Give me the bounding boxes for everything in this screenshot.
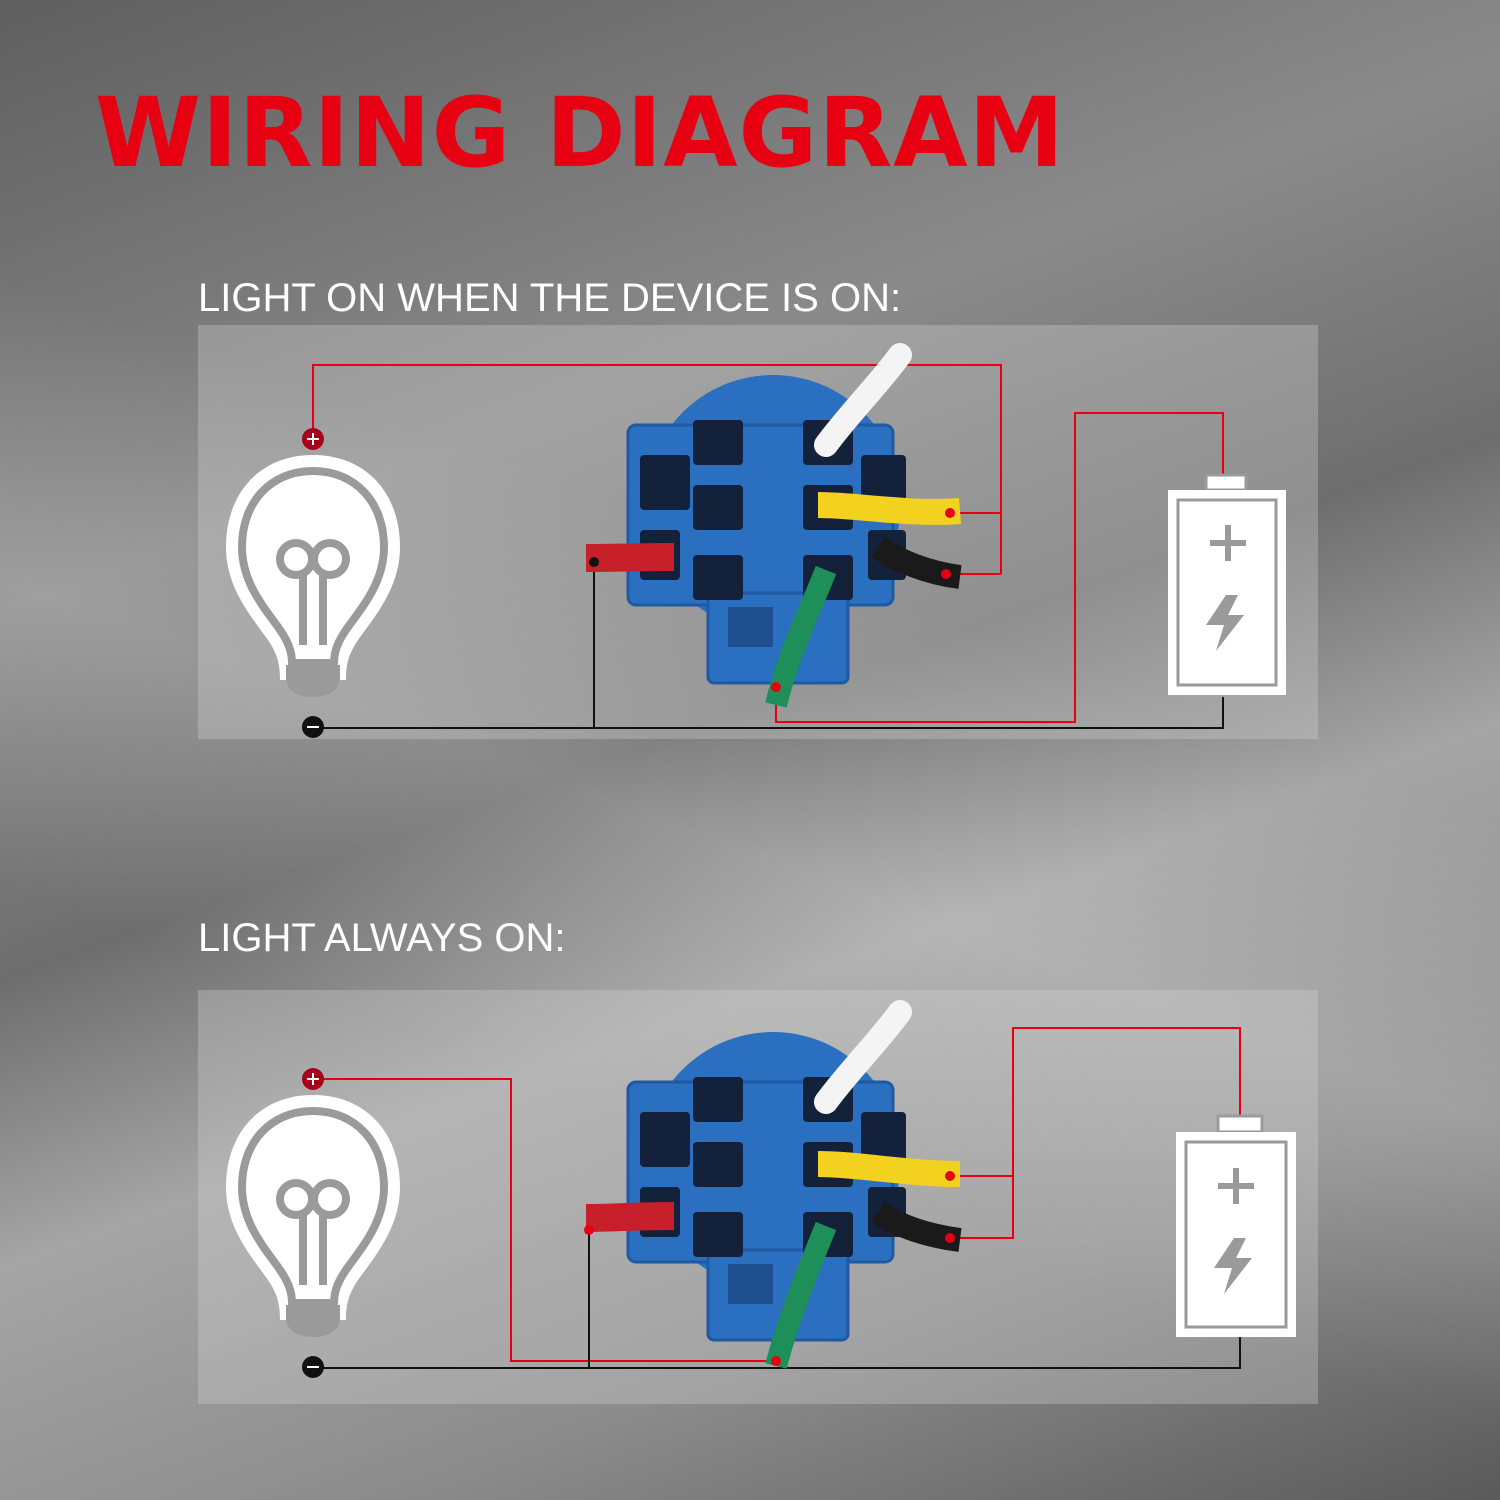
section-1-label: LIGHT ON WHEN THE DEVICE IS ON:: [198, 276, 902, 320]
battery-icon: [1168, 473, 1286, 695]
positive-terminal-icon: [302, 1068, 324, 1090]
light-bulb-icon: [226, 455, 400, 697]
wire-negative-rail: [313, 697, 1224, 729]
switch-wires: [585, 343, 962, 708]
diagram-panel-1: [198, 325, 1318, 739]
wire-black-to-battery-positive: [950, 1176, 1014, 1239]
light-bulb-icon: [226, 1095, 400, 1337]
wire-bulb-positive-to-yellow: [312, 364, 1002, 514]
switch-connector: [626, 375, 906, 685]
wire-negative-rail: [313, 1337, 1241, 1369]
wire-bulb-positive-to-green: [313, 1078, 776, 1362]
negative-terminal-icon: [302, 716, 324, 738]
positive-terminal-icon: [302, 428, 324, 450]
section-2-label: LIGHT ALWAYS ON:: [198, 916, 566, 960]
negative-terminal-icon: [302, 1356, 324, 1378]
wire-yellow-to-battery-positive: [950, 1027, 1241, 1177]
switch-connector: [626, 1032, 906, 1342]
battery-icon: [1176, 1114, 1296, 1337]
wiring-diagram-2: [226, 1000, 1296, 1378]
diagram-panel-2: [198, 990, 1318, 1404]
wiring-diagram-1: [226, 343, 1286, 738]
wire-battery-positive-to-green: [775, 412, 1224, 723]
page-title: WIRING DIAGRAM: [95, 77, 1066, 189]
switch-wires: [585, 1000, 962, 1369]
